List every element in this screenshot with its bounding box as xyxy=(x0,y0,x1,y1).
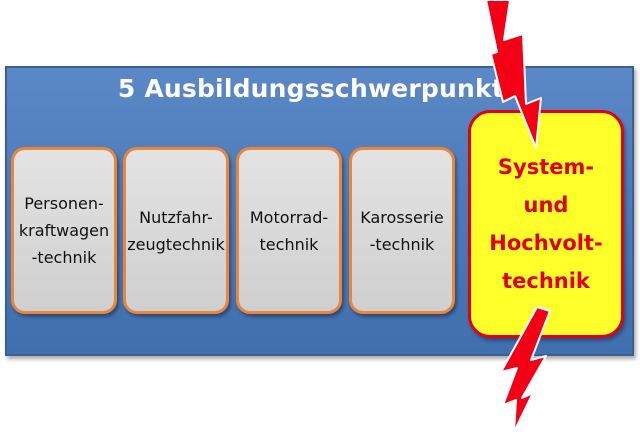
diagram-title: 5 Ausbildungsschwerpunkte xyxy=(117,74,522,103)
focus-box-motorcycle: Motorrad- technik xyxy=(236,147,342,314)
focus-box-bodywork: Karosserie -technik xyxy=(349,147,455,314)
focus-box-commercial-vehicle: Nutzfahr- zeugtechnik xyxy=(123,147,229,314)
focus-box-passenger-car: Personen- kraftwagen -technik xyxy=(11,147,117,314)
focus-box-system-high-voltage: System- und Hochvolt- technik xyxy=(468,110,624,338)
